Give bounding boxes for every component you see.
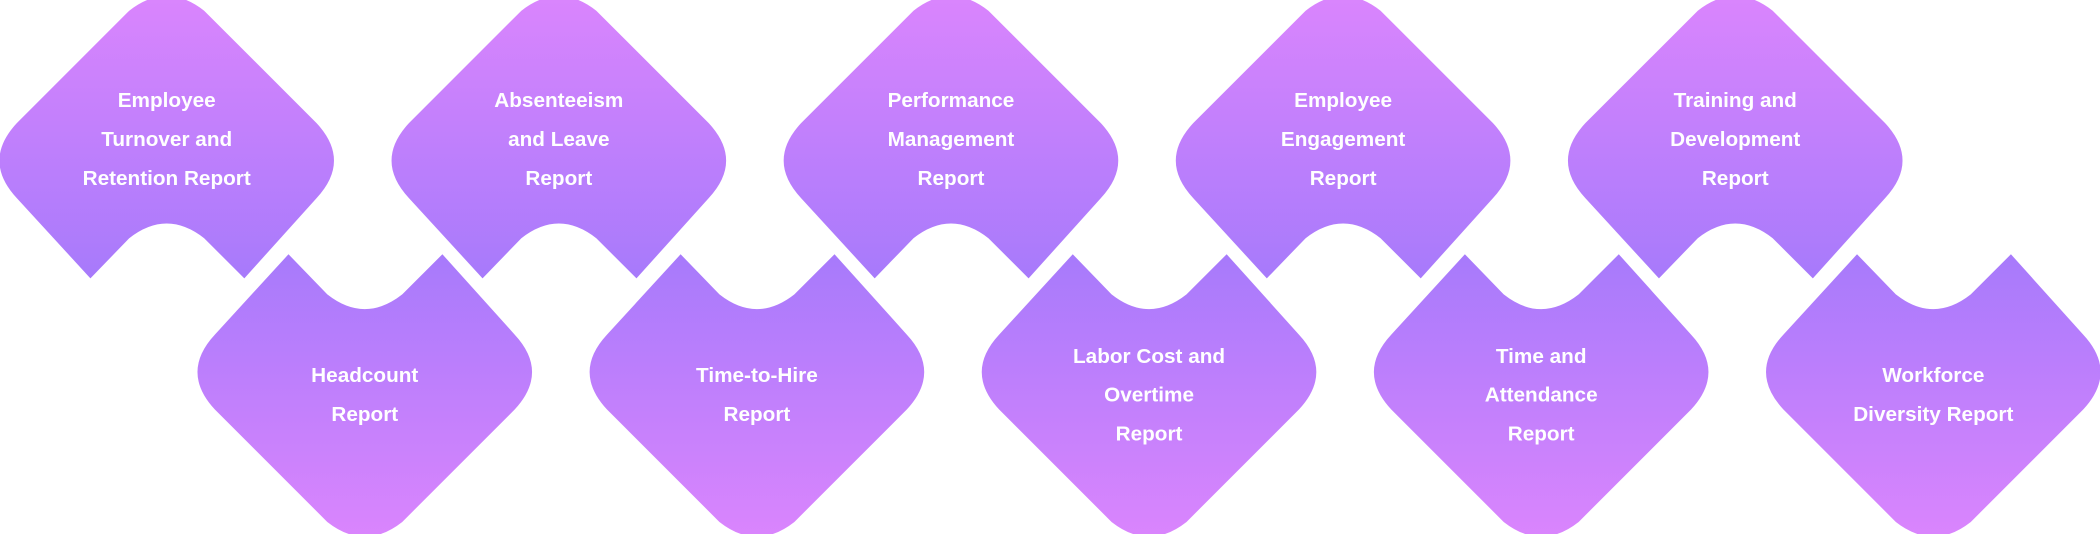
tile-label-line: Time and	[1496, 345, 1587, 368]
tile-shape	[1766, 254, 2100, 534]
tile-label-line: Overtime	[1104, 384, 1194, 407]
tile-shape	[197, 254, 533, 534]
tile-label-line: Diversity Report	[1853, 403, 2013, 426]
tile-shape	[1567, 0, 1903, 279]
tile-label-line: Report	[1702, 167, 1769, 190]
tile-shape	[1175, 0, 1511, 279]
tile-label-line: Report	[525, 167, 592, 190]
tile-label-line: Training and	[1674, 89, 1797, 112]
tile-label-line: Workforce	[1882, 364, 1984, 387]
tile-label-line: Report	[1508, 422, 1575, 445]
tile-label-line: Attendance	[1485, 384, 1598, 407]
tile-label-line: Report	[723, 403, 790, 426]
tile-label-line: Employee	[1294, 89, 1392, 112]
tile-label-line: Management	[888, 128, 1015, 151]
tile-label-line: Absenteeism	[494, 89, 623, 112]
tile-shape	[1373, 254, 1709, 534]
tile-shape	[589, 254, 925, 534]
tile-label-line: Labor Cost and	[1073, 345, 1225, 368]
tile-shape	[981, 254, 1317, 534]
tile-label-line: Report	[331, 403, 398, 426]
tile-shape	[391, 0, 727, 279]
tile-shape	[0, 0, 334, 279]
tile-label-line: Report	[1116, 422, 1183, 445]
tile-shape	[783, 0, 1119, 279]
tile-label-line: Development	[1670, 128, 1800, 151]
tile-label-line: Employee	[118, 89, 216, 112]
tile-label-line: and Leave	[508, 128, 609, 151]
tile-label-line: Headcount	[311, 364, 418, 387]
tile-label-line: Retention Report	[83, 167, 251, 190]
tile-label-line: Report	[1310, 167, 1377, 190]
tile-label-line: Performance	[888, 89, 1015, 112]
tile-label-line: Report	[918, 167, 985, 190]
tile-label-line: Engagement	[1281, 128, 1406, 151]
tile-label-line: Time-to-Hire	[696, 364, 818, 387]
tile-label-line: Turnover and	[101, 128, 232, 151]
